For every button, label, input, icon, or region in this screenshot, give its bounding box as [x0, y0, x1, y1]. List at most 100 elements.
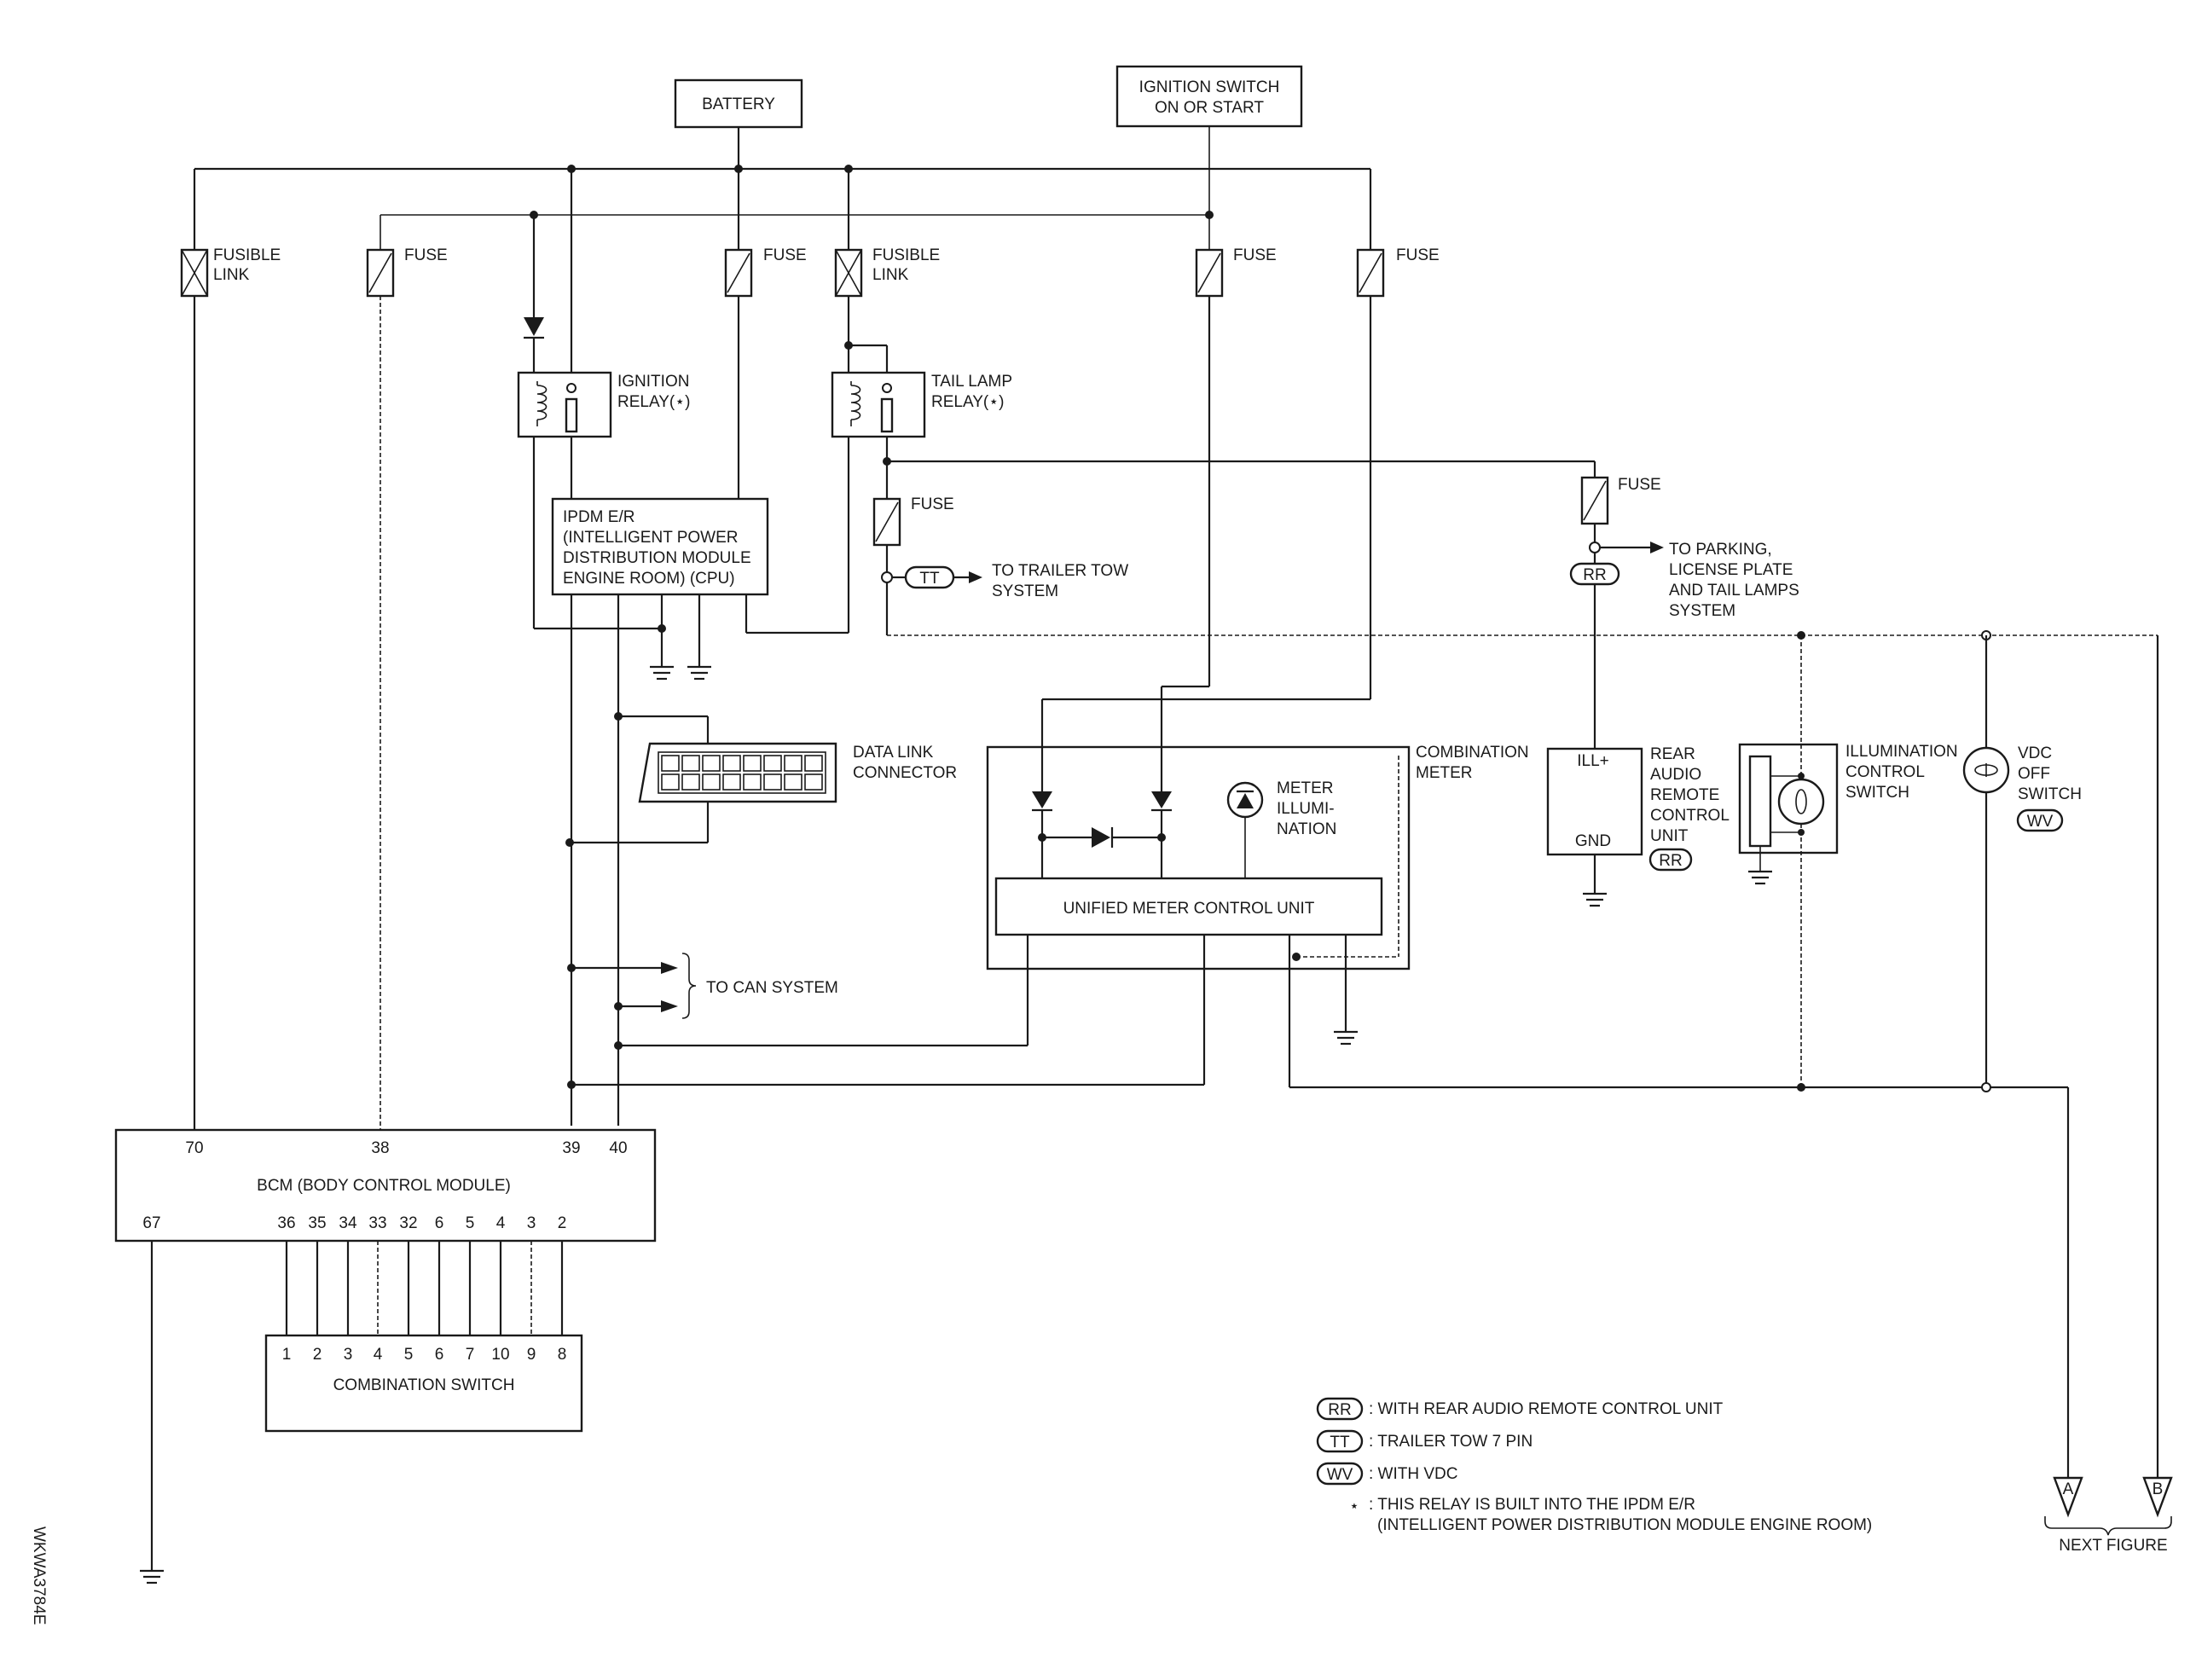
legend-star: ⋆: [1349, 1498, 1359, 1515]
bcm-pin-70: 70: [185, 1139, 203, 1157]
rear-audio-tag: RR: [1659, 852, 1682, 870]
combination-switch-pin: 5: [404, 1346, 414, 1364]
rear-audio-ill: ILL+: [1577, 752, 1609, 770]
data-link-label-2: CONNECTOR: [853, 764, 957, 782]
bcm-pin-38: 38: [371, 1139, 389, 1157]
ipdm-er: IPDM E/R (INTELLIGENT POWER DISTRIBUTION…: [532, 169, 850, 681]
fuse-battery-meter-label: FUSE: [1396, 246, 1440, 264]
trailer-label-2: SYSTEM: [992, 582, 1058, 600]
ipdm-label-2: (INTELLIGENT POWER: [563, 529, 739, 547]
rear-audio-label-5: UNIT: [1650, 827, 1689, 845]
can-lines: TO CAN SYSTEM: [565, 594, 1206, 1126]
ignition-switch-label-2: ON OR START: [1155, 99, 1264, 117]
ignition-switch-source: IGNITION SWITCH ON OR START: [1115, 65, 1303, 128]
bcm-bottom-pin: 33: [368, 1214, 386, 1232]
ignition-relay-label-2: RELAY(⋆): [617, 393, 690, 411]
fusible-link-1-label-1: FUSIBLE: [213, 246, 281, 264]
bcm-bottom-pin: 34: [339, 1214, 357, 1232]
bcm-bottom-pin: 35: [308, 1214, 326, 1232]
dlc-pin-cell: [722, 773, 741, 791]
parking-tag: RR: [1583, 566, 1606, 584]
meter-output-line: [1288, 635, 2159, 1478]
dlc-pin-cell: [702, 773, 721, 791]
legend-rr-text: : WITH REAR AUDIO REMOTE CONTROL UNIT: [1369, 1400, 1724, 1418]
combination-switch-pin: 9: [527, 1346, 536, 1364]
ignition-relay: IGNITION RELAY(⋆): [517, 215, 690, 438]
bcm-pin-40: 40: [609, 1139, 627, 1157]
fuse-ignition-meter-label: FUSE: [1233, 246, 1277, 264]
meter-illumination-label-2: ILLUMI-: [1277, 800, 1335, 818]
parking-label-1: TO PARKING,: [1669, 541, 1772, 559]
rear-audio-label-1: REAR: [1650, 745, 1695, 763]
dlc-pin-cell: [763, 773, 782, 791]
illum-switch-label-1: ILLUMINATION: [1845, 743, 1958, 761]
illumination-control-switch: ILLUMINATION CONTROL SWITCH: [1738, 635, 1958, 1087]
dlc-pin-cell: [681, 755, 700, 772]
next-figure-connectors: A B NEXT FIGURE: [2044, 1476, 2173, 1555]
ignition-switch-label-1: IGNITION SWITCH: [1139, 78, 1280, 96]
meter-illumination-label-1: METER: [1277, 779, 1334, 797]
battery-bus: [194, 127, 1370, 173]
vdc-switch-label-2: OFF: [2018, 765, 2050, 783]
combination-switch-pin: 1: [282, 1346, 292, 1364]
fuse-ignition-bcm: FUSE: [366, 215, 448, 298]
fusible-link-1-label-2: LINK: [213, 266, 250, 284]
fuse-tail-label: FUSE: [911, 495, 954, 513]
dlc-pin-cell: [804, 755, 823, 772]
illum-switch-label-2: CONTROL: [1845, 763, 1925, 781]
legend-star-text-1: : THIS RELAY IS BUILT INTO THE IPDM E/R: [1369, 1496, 1695, 1514]
dlc-pin-cell: [804, 773, 823, 791]
trailer-tag: TT: [919, 570, 940, 588]
legend-wv-tag: WV: [1327, 1466, 1353, 1484]
vdc-switch-label-3: SWITCH: [2018, 785, 2082, 803]
data-link-connector: DATA LINK CONNECTOR: [570, 715, 957, 844]
fuse-battery-ipdm: FUSE: [724, 169, 807, 298]
bcm-pin-39: 39: [562, 1139, 580, 1157]
legend-star-text-2: (INTELLIGENT POWER DISTRIBUTION MODULE E…: [1377, 1516, 1872, 1534]
combination-meter: COMBINATION METER METER ILLUMI- NATION U…: [986, 296, 1529, 1046]
ipdm-label-4: ENGINE ROOM) (CPU): [563, 570, 735, 588]
combination-switch-pin: 6: [435, 1346, 444, 1364]
combination-switch-pin: 3: [344, 1346, 353, 1364]
bcm-bottom-pin: 6: [435, 1214, 444, 1232]
battery-label: BATTERY: [702, 96, 775, 113]
next-figure-label: NEXT FIGURE: [2059, 1537, 2167, 1555]
legend-tt-tag: TT: [1330, 1434, 1350, 1451]
unified-meter-label: UNIFIED METER CONTROL UNIT: [1063, 900, 1315, 918]
rear-audio-label-3: REMOTE: [1650, 786, 1719, 804]
trailer-label-1: TO TRAILER TOW: [992, 562, 1128, 580]
fusible-link-2-label-1: FUSIBLE: [872, 246, 940, 264]
fuse-battery-ipdm-label: FUSE: [763, 246, 807, 264]
tail-lamp-relay-label-1: TAIL LAMP: [931, 373, 1012, 391]
bcm-bottom-pin: 2: [558, 1214, 567, 1232]
battery-source: BATTERY: [674, 78, 803, 129]
vdc-off-switch: VDC OFF SWITCH WV: [1962, 635, 2082, 1087]
dlc-pin-cell: [661, 773, 680, 791]
legend-wv-text: : WITH VDC: [1369, 1465, 1458, 1483]
rear-audio-remote-control-unit: ILL+ GND REAR AUDIO REMOTE CONTROL UNIT …: [1546, 745, 1730, 907]
dlc-pin-cell: [784, 773, 802, 791]
can-system-label: TO CAN SYSTEM: [706, 979, 838, 997]
legend-tt-text: : TRAILER TOW 7 PIN: [1369, 1433, 1533, 1451]
fuse-battery-meter: FUSE: [1356, 169, 1440, 298]
dlc-pin-cell: [702, 755, 721, 772]
meter-illumination-label-3: NATION: [1277, 820, 1336, 838]
bcm-bottom-pin: 4: [496, 1214, 506, 1232]
dlc-pin-cell: [681, 773, 700, 791]
dlc-pin-cell: [743, 755, 762, 772]
fusible-link-2: FUSIBLE LINK: [834, 169, 940, 298]
illum-switch-label-3: SWITCH: [1845, 784, 1909, 802]
dlc-pin-cell: [661, 755, 680, 772]
parking-label-2: LICENSE PLATE: [1669, 561, 1793, 579]
bcm-bottom-pin: 5: [466, 1214, 475, 1232]
tail-lamp-relay: TAIL LAMP RELAY(⋆): [831, 296, 1012, 438]
legend: RR : WITH REAR AUDIO REMOTE CONTROL UNIT…: [1316, 1397, 1872, 1534]
combination-meter-label-2: METER: [1416, 764, 1473, 782]
dlc-pin-cell: [784, 755, 802, 772]
parking-label-4: SYSTEM: [1669, 602, 1735, 620]
combination-switch-pin: 2: [313, 1346, 322, 1364]
fuse-ignition-meter: FUSE: [1195, 215, 1277, 298]
dlc-pin-cell: [722, 755, 741, 772]
